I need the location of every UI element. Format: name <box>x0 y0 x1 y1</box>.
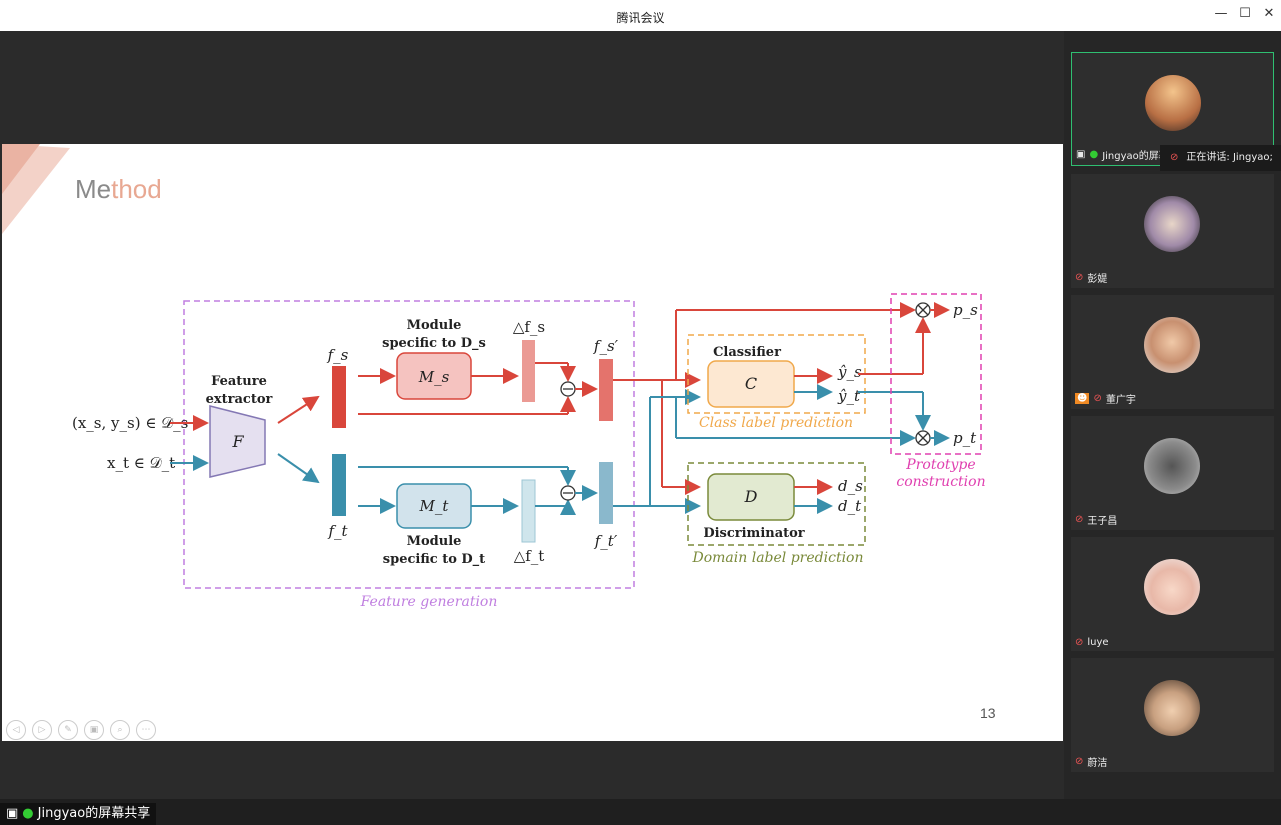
avatar <box>1145 75 1201 131</box>
avatar <box>1144 559 1200 615</box>
delta-ft-bar <box>521 479 536 543</box>
mic-muted-icon: ⊘ <box>1075 272 1084 283</box>
F-label: F <box>231 432 244 451</box>
slide-corner-decoration <box>2 144 70 234</box>
slide-controls: ◁ ▷ ✎ ▣ ⌕ ⋯ <box>6 720 156 740</box>
prototype-label-2: construction <box>896 474 985 490</box>
participant-name: 董广宇 <box>1105 395 1136 406</box>
delta-ft-label: △f_t <box>514 547 545 565</box>
more-icon[interactable]: ⋯ <box>136 720 156 740</box>
input-target-label: x_t ∈ 𝒟_t <box>107 454 175 472</box>
domain-prediction-label: Domain label prediction <box>692 550 864 566</box>
mic-muted-icon: ⊘ <box>1075 637 1084 648</box>
shared-screen: Method Feature generation (x_s, y_s) ∈ 𝒟… <box>0 31 1064 825</box>
speaking-indicator: ⊘正在讲话: Jingyao; <box>1160 145 1281 171</box>
avatar <box>1144 438 1200 494</box>
D-label: D <box>744 487 758 506</box>
feature-extractor-label-1: Feature <box>211 374 267 389</box>
window-title: 腾讯会议 <box>616 11 665 25</box>
participant-name: 彭媞 <box>1087 274 1108 285</box>
ft-bar <box>332 454 346 516</box>
discriminator-box <box>707 473 795 521</box>
fs-prime-bar <box>599 359 613 421</box>
fs-bar <box>332 366 346 428</box>
dt-label: d_t <box>838 497 862 515</box>
user-icon: ☻ <box>1075 393 1090 404</box>
avatar <box>1144 680 1200 736</box>
avatar <box>1144 317 1200 373</box>
module-t-label-2: specific to D_t <box>383 552 485 567</box>
classifier-label: Classifier <box>713 345 781 360</box>
participant-tile[interactable]: ⊘彭媞 <box>1071 174 1274 288</box>
participant-tile[interactable]: ⊘luye <box>1071 537 1274 651</box>
delta-fs-bar <box>522 340 535 402</box>
feature-extractor-label-2: extractor <box>206 392 273 407</box>
ft-label: f_t <box>327 522 348 540</box>
participant-name: 蔚洁 <box>1087 758 1108 769</box>
zoom-icon[interactable]: ⌕ <box>110 720 130 740</box>
module-t-label-1: Module <box>407 534 462 549</box>
participant-tile[interactable]: ⊘蔚洁 <box>1071 658 1274 772</box>
mic-icon: ● <box>1089 149 1099 160</box>
mic-icon: ● <box>22 806 34 821</box>
prototype-box <box>890 293 982 455</box>
input-source-label: (x_s, y_s) ∈ 𝒟_s <box>72 414 188 432</box>
ps-label: p_s <box>953 301 978 319</box>
feature-extractor-shape <box>209 405 266 478</box>
module-s-label-1: Module <box>407 318 462 333</box>
mic-muted-icon: ⊘ <box>1075 514 1084 525</box>
feature-generation-label: Feature generation <box>360 594 498 610</box>
ft-prime-bar <box>599 462 613 524</box>
screen-share-icon: ▣ <box>1076 149 1086 160</box>
speaker-icon: ⊘ <box>1170 152 1179 163</box>
avatar <box>1144 196 1200 252</box>
pen-icon[interactable]: ✎ <box>58 720 78 740</box>
discriminator-label: Discriminator <box>703 526 804 541</box>
title-bar: 腾讯会议 — ☐ ✕ <box>0 0 1281 32</box>
screen-share-icon: ▣ <box>6 806 19 821</box>
classifier-box <box>707 360 795 408</box>
prototype-label-1: Prototype <box>905 457 975 473</box>
participant-name: 王子昌 <box>1087 516 1118 527</box>
close-button[interactable]: ✕ <box>1263 6 1275 21</box>
mic-muted-icon: ⊘ <box>1075 756 1084 767</box>
participant-tile[interactable]: ⊘王子昌 <box>1071 416 1274 530</box>
next-slide-icon[interactable]: ▷ <box>32 720 52 740</box>
C-label: C <box>745 374 757 393</box>
slide-title: Method <box>75 174 162 204</box>
ft-prime-label: f_t′ <box>594 532 618 550</box>
module-s-label-2: specific to D_s <box>382 336 486 351</box>
class-prediction-label: Class label prediction <box>699 415 853 431</box>
method-diagram: Feature generation (x_s, y_s) ∈ 𝒟_s x_t … <box>72 293 986 610</box>
feature-generation-box <box>183 300 635 589</box>
presentation-slide: Method Feature generation (x_s, y_s) ∈ 𝒟… <box>2 144 1063 741</box>
minimize-button[interactable]: — <box>1214 6 1228 21</box>
participant-name: Jingyao的屏幕共享 <box>1102 151 1189 162</box>
participant-name: luye <box>1087 637 1109 648</box>
fs-prime-label: f_s′ <box>593 337 619 355</box>
slides-icon[interactable]: ▣ <box>84 720 104 740</box>
fs-label: f_s <box>327 346 349 364</box>
slide-page-number: 13 <box>980 705 996 721</box>
yhat-s-label: ŷ_s <box>837 363 862 381</box>
yhat-t-label: ŷ_t <box>837 387 861 405</box>
previous-slide-icon[interactable]: ◁ <box>6 720 26 740</box>
Ms-label: M_s <box>418 368 450 386</box>
participant-tile[interactable]: ☻⊘董广宇 <box>1071 295 1274 409</box>
maximize-button[interactable]: ☐ <box>1239 6 1251 21</box>
screen-share-label: ▣ ● Jingyao的屏幕共享 <box>0 803 157 825</box>
delta-fs-label: △f_s <box>513 318 545 336</box>
ds-label: d_s <box>838 477 863 495</box>
mic-muted-icon: ⊘ <box>1093 393 1102 404</box>
Mt-label: M_t <box>419 497 450 515</box>
pt-label: p_t <box>953 429 977 447</box>
